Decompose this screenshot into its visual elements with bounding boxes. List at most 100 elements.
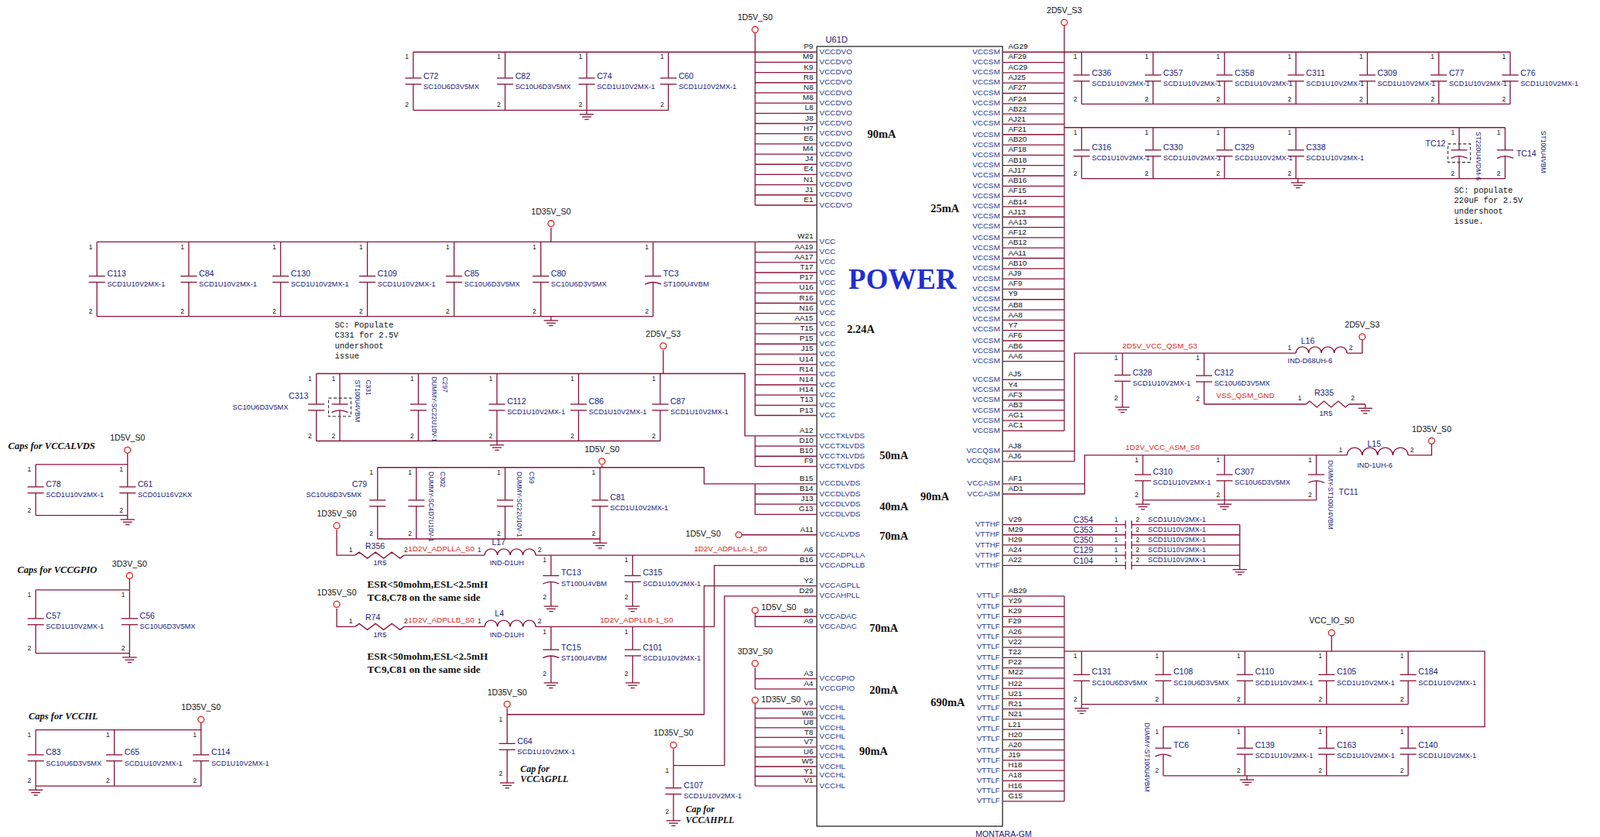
pin-name: VCCSM (972, 263, 1001, 273)
wire (1162, 753, 1164, 776)
wire (1223, 51, 1225, 76)
wire (496, 373, 497, 405)
wire (1121, 380, 1123, 403)
ground-symbol (585, 109, 587, 114)
ref-designator: C307 (1234, 467, 1254, 477)
cap-pin-number: 2 (404, 101, 409, 110)
capacitor-symbol (180, 275, 197, 277)
pin-number: J1 (805, 185, 813, 195)
part-value: DUMMY-ST100U4VBM (1326, 460, 1337, 530)
pin-number: W5 (801, 757, 814, 766)
pin-number: T8 (804, 728, 814, 737)
pin-name: VCCSM (972, 89, 1001, 98)
capacitor-symbol (499, 743, 516, 744)
ref-designator: C350 (1073, 535, 1093, 545)
pin-number: A26 (1007, 627, 1022, 637)
capacitor-symbol (1216, 149, 1233, 151)
ground-symbol (546, 322, 556, 324)
wire (1081, 127, 1083, 151)
cap-pin-number: 1 (1114, 555, 1119, 564)
wire (668, 84, 669, 111)
wire (585, 51, 587, 79)
ref-designator: C61 (137, 479, 153, 490)
pin-name: VTTLF (976, 704, 1001, 713)
power-port (599, 458, 606, 465)
cap-pin-number: 2 (272, 307, 277, 316)
pin-number: AB10 (1007, 259, 1027, 268)
part-value: SCD1U10V2MX-1 (1254, 752, 1313, 761)
wire (315, 410, 317, 442)
pin-number: AF18 (1007, 146, 1027, 155)
ref-designator: C297 (440, 376, 450, 392)
pin-line (1003, 360, 1065, 362)
wire (632, 581, 634, 602)
cap-pin-number: 2 (496, 529, 501, 538)
pin-number: J4 (805, 154, 813, 164)
ground-symbol (1079, 712, 1084, 714)
pin-number: AJ5 (1007, 370, 1021, 380)
pin-number: M8 (802, 93, 814, 103)
cap-pin-number: 1 (121, 590, 126, 599)
pin-number: AB12 (1007, 238, 1027, 247)
cap-pin-number: 1 (477, 617, 482, 626)
pin-name: VCCQSM (966, 446, 1000, 456)
cap-pin-number: 1 (1308, 455, 1313, 464)
part-value: SCD1U10V2MX-1 (1234, 78, 1293, 88)
pin-number: N16 (798, 304, 813, 313)
ground-symbol (1295, 187, 1300, 189)
current-rating: 50mA (879, 448, 908, 463)
ref-designator: TC14 (1516, 148, 1537, 158)
pin-name: VCCHL (819, 742, 847, 751)
pin-name: VCCSM (972, 119, 1001, 129)
cap-pin-number: 2 (1288, 169, 1292, 178)
capacitor-symbol (1124, 561, 1126, 570)
ref-designator: C78 (45, 479, 61, 490)
part-value: SC10U6D3V5MX (551, 280, 607, 289)
ground-symbol (1142, 500, 1144, 504)
part-value: DUMMY-SC4D7U10V-1 (426, 471, 436, 542)
capacitor-symbol (1216, 473, 1233, 475)
ground-symbol (548, 325, 553, 326)
ground-symbol (120, 518, 135, 520)
cap-pin-number: 1 (1114, 545, 1119, 554)
pin-name: VCCDLVDS (819, 489, 861, 498)
ref-designator: C110 (1254, 667, 1274, 677)
wire (632, 555, 634, 576)
part-value: SCD1U10V2MX-1 (1449, 78, 1508, 88)
cap-pin-number: 2 (592, 529, 597, 538)
capacitor-symbol (1497, 149, 1514, 151)
pin-number: AF9 (1007, 280, 1022, 289)
ground-symbol (599, 538, 600, 543)
ground-symbol (1291, 181, 1306, 183)
pin-name: VTTLF (976, 714, 1001, 723)
ground-symbol (550, 316, 552, 321)
wire (366, 281, 368, 316)
part-value: SC10U6D3V5MX (1092, 678, 1148, 688)
pin-name: VCCTXLVDS (819, 462, 866, 471)
cap-pin-number: 2 (488, 431, 493, 440)
power-port (126, 572, 133, 580)
power-rail-label: 1D5V_S0 (584, 445, 620, 455)
pin-name: VCC (819, 298, 836, 308)
cap-pin-number: 1 (624, 555, 629, 564)
part-value: SC10U6D3V5MX (1234, 478, 1291, 487)
cap-pin-number: 1 (1114, 535, 1119, 544)
ref-designator: C310 (1153, 467, 1173, 477)
current-rating: 2.24A (846, 322, 875, 336)
pin-number: B14 (799, 484, 814, 494)
ref-designator: C312 (1214, 368, 1234, 378)
pin-name: VCCSM (972, 385, 1001, 395)
pin-number: K29 (1007, 606, 1022, 616)
ground-symbol (627, 608, 638, 610)
pin-name: VCC (819, 237, 836, 247)
capacitor-symbol (542, 575, 559, 576)
wire (1131, 554, 1241, 556)
wire (1438, 51, 1439, 76)
part-value: SCD1U10V2MX-1 (642, 579, 701, 589)
pin-name: VTTLF (976, 601, 1001, 610)
pin-number: H20 (1007, 729, 1022, 739)
pin-number: T22 (1007, 647, 1021, 657)
ground-symbol (1117, 409, 1128, 411)
current-rating: 90mA (859, 744, 888, 758)
part-value: SCD1U10V2MX-1 (517, 747, 576, 757)
